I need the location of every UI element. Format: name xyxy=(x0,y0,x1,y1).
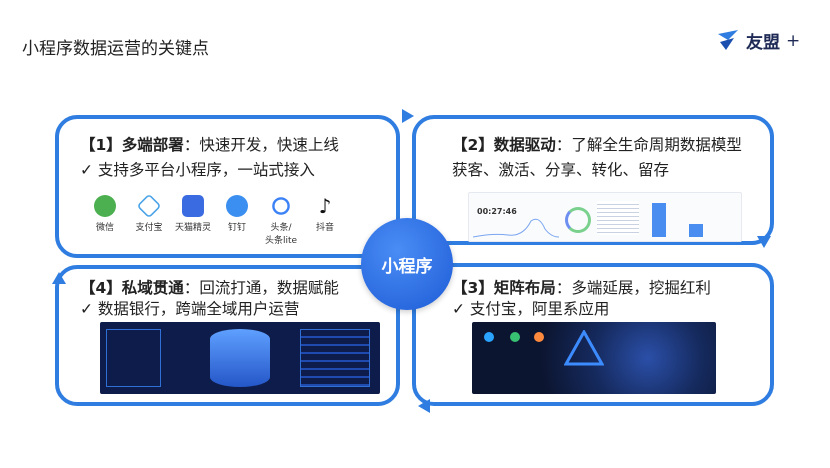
toutiao-icon xyxy=(272,197,290,215)
dingtalk-icon xyxy=(226,195,248,217)
logo-bird-icon xyxy=(718,29,738,50)
card4-line: ✓ 数据银行，跨端全域用户运营 xyxy=(80,300,300,318)
umeng-logo: 友盟 + xyxy=(716,28,800,53)
arrow-right-icon xyxy=(402,109,414,123)
logo-text: 友盟 xyxy=(746,33,780,53)
dashboard-value: 00:27:46 xyxy=(477,207,517,216)
platform-toutiao: 头条/ 头条lite xyxy=(261,195,301,246)
card2-heading: 【2】数据驱动：了解全生命周期数据模型 xyxy=(452,136,742,154)
card2-line: 获客、激活、分享、转化、留存 xyxy=(452,161,670,179)
platform-label: 微信 xyxy=(95,223,114,233)
card1-heading: 【1】多端部署：快速开发，快速上线 xyxy=(80,136,339,154)
arrow-left-icon xyxy=(418,399,430,413)
platform-label: 抖音 xyxy=(315,223,334,233)
card-multi-platform xyxy=(55,115,400,258)
card3-heading: 【3】矩阵布局：多端延展，挖掘红利 xyxy=(452,279,711,297)
tmall-genie-icon xyxy=(182,195,204,217)
platform-label: 头条/ 头条lite xyxy=(264,223,298,246)
wechat-miniprogram-icon xyxy=(94,195,116,217)
platform-dingtalk: 钉钉 xyxy=(217,195,257,246)
arrow-down-icon xyxy=(757,236,771,248)
card4-heading: 【4】私域贯通：回流打通，数据赋能 xyxy=(80,279,339,297)
analytics-dashboard-screenshot: 00:27:46 xyxy=(468,192,742,242)
douyin-icon: ♪ xyxy=(318,194,332,218)
data-bank-architecture-image xyxy=(100,322,380,394)
card3-line: ✓ 支付宝，阿里系应用 xyxy=(452,300,610,318)
platform-label: 天猫精灵 xyxy=(174,223,211,233)
platform-wechat: 微信 xyxy=(85,195,125,246)
alibaba-ecosystem-image xyxy=(472,322,716,394)
platform-tmall-genie: 天猫精灵 xyxy=(173,195,213,246)
platform-label: 支付宝 xyxy=(135,223,163,233)
card1-line: ✓ 支持多平台小程序，一站式接入 xyxy=(80,161,315,179)
platform-douyin: ♪ 抖音 xyxy=(305,195,345,246)
arrow-up-icon xyxy=(52,272,66,284)
alipay-miniprogram-icon xyxy=(136,193,162,219)
platform-icons: 微信 支付宝 天猫精灵 钉钉 头条/ 头条lite ♪ 抖音 xyxy=(85,193,349,246)
center-miniprogram-circle: 小程序 xyxy=(361,218,453,310)
platform-alipay: 支付宝 xyxy=(129,193,169,246)
page-title: 小程序数据运营的关键点 xyxy=(22,39,209,59)
platform-label: 钉钉 xyxy=(227,223,246,233)
logo-plus: + xyxy=(786,30,801,51)
